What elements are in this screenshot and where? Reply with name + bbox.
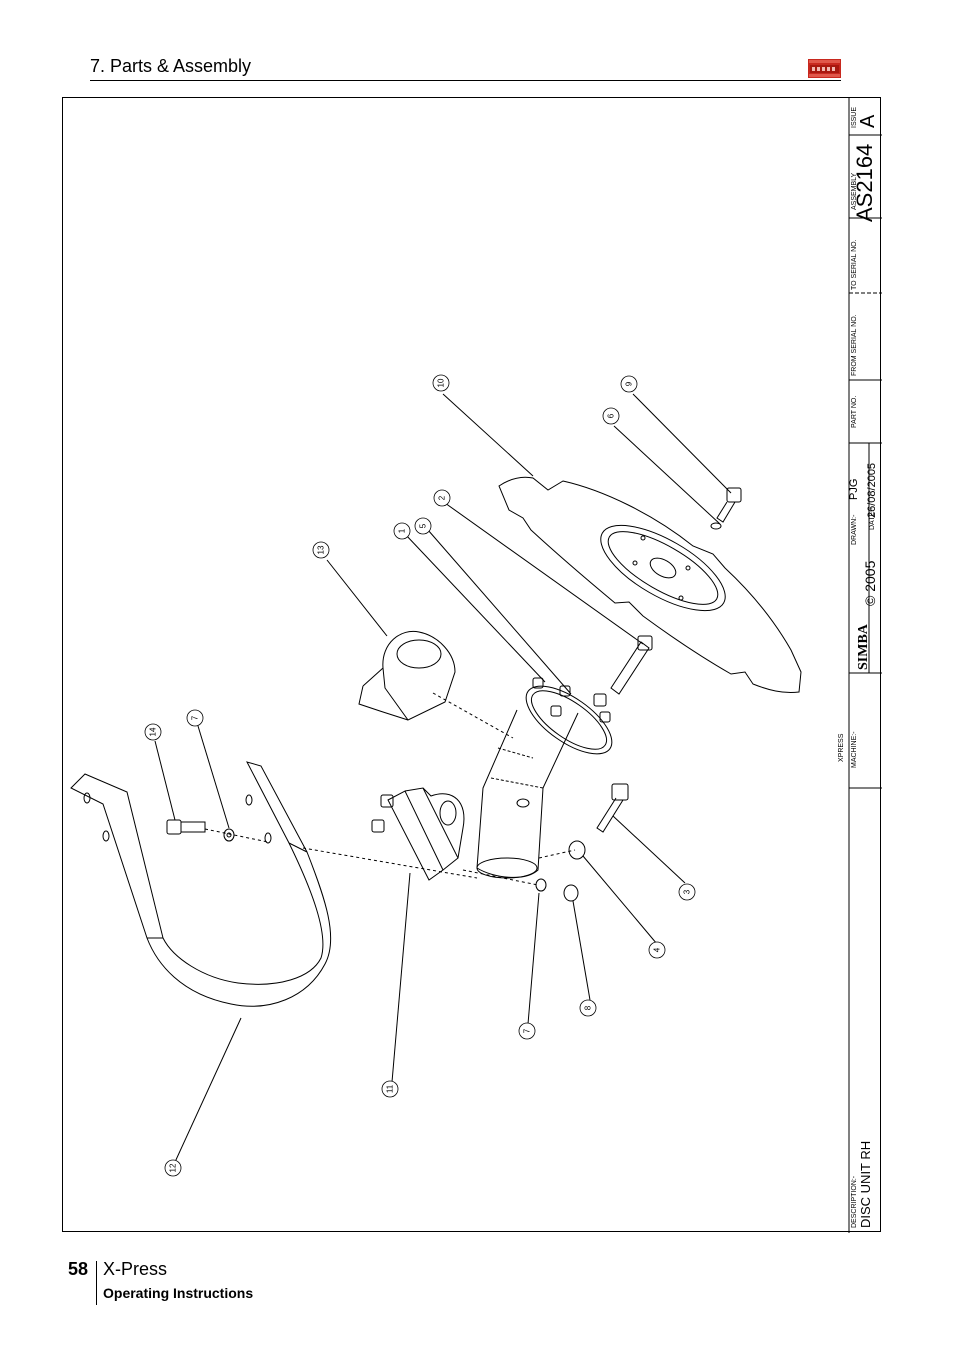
callout-8 bbox=[579, 999, 597, 1017]
drawing-frame: 10 9 6 2 5 1 13 14 7 3 4 8 7 11 12 ISSUE… bbox=[62, 97, 882, 1233]
copyright: © 2005 bbox=[862, 560, 878, 606]
callout-12 bbox=[312, 541, 330, 559]
brand-mark: SIMBA bbox=[856, 624, 871, 670]
issue-value: A bbox=[857, 114, 879, 128]
header-divider bbox=[90, 80, 841, 81]
callout-7a bbox=[186, 709, 204, 727]
drawn-value: PJG bbox=[848, 478, 860, 500]
callout-14 bbox=[144, 723, 162, 741]
date-value: 26/08/2005 bbox=[866, 462, 878, 518]
callout-label: 2 bbox=[438, 495, 447, 500]
drawn-label: DRAWN:- bbox=[851, 514, 858, 545]
callout-7b bbox=[518, 1022, 536, 1040]
callout-9 bbox=[620, 375, 638, 393]
callout-label: 7 bbox=[191, 715, 200, 720]
simba-logo bbox=[808, 59, 841, 78]
callout-5 bbox=[414, 517, 432, 535]
document-subtitle: Operating Instructions bbox=[103, 1285, 254, 1301]
callout-13 bbox=[164, 1159, 182, 1177]
callout-label: 3 bbox=[683, 889, 692, 894]
callout-label: 1 bbox=[398, 528, 407, 533]
callout-label: 9 bbox=[625, 381, 634, 386]
assembly-number: AS2164 bbox=[852, 143, 877, 222]
callout-1 bbox=[393, 522, 411, 540]
callout-label: 5 bbox=[419, 523, 428, 528]
exploded-assembly-drawing: 10 9 6 2 5 1 13 14 7 3 4 8 7 11 12 bbox=[70, 98, 882, 1233]
description-value: DISC UNIT RH bbox=[858, 1140, 873, 1228]
callout-2 bbox=[433, 489, 451, 507]
callout-label: 8 bbox=[584, 1005, 593, 1010]
section-title: 7. Parts & Assembly bbox=[90, 56, 252, 76]
callout-label: 11 bbox=[386, 1084, 395, 1093]
footer-divider bbox=[96, 1261, 97, 1305]
from-serial-label: FROM SERIAL NO. bbox=[851, 314, 858, 376]
callout-label: 13 bbox=[317, 545, 326, 554]
page-number: 58 bbox=[68, 1259, 89, 1279]
callout-label: 10 bbox=[437, 378, 446, 387]
callout-label: 6 bbox=[607, 413, 616, 418]
part-no-label: PART NO. bbox=[851, 395, 858, 428]
machine-label: MACHINE:- bbox=[851, 731, 858, 768]
callout-label: 14 bbox=[149, 727, 158, 736]
callout-10 bbox=[432, 374, 450, 392]
callout-label: 7 bbox=[523, 1028, 532, 1033]
callout-label: 4 bbox=[653, 947, 662, 952]
callout-3 bbox=[678, 883, 696, 901]
to-serial-label: TO SERIAL NO. bbox=[851, 239, 858, 290]
machine-value: XPRESS bbox=[838, 733, 845, 762]
callout-11 bbox=[381, 1080, 399, 1098]
callout-4 bbox=[648, 941, 666, 959]
callout-label: 12 bbox=[169, 1163, 178, 1172]
description-label: DESCRIPTION:- bbox=[851, 1175, 858, 1228]
callout-6 bbox=[602, 407, 620, 425]
product-name: X-Press bbox=[103, 1259, 168, 1279]
